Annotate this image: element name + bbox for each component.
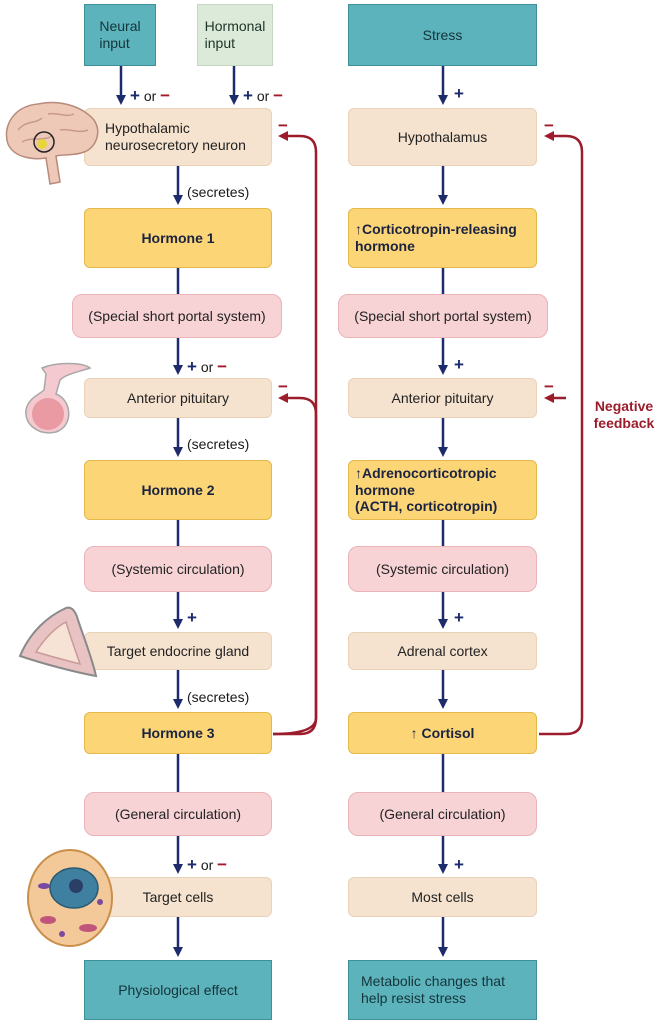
left-anterior-pituitary-label: Anterior pituitary	[127, 389, 229, 406]
metabolic-changes-box: Metabolic changes that help resist stres…	[348, 960, 537, 1020]
hormonal-input-box: Hormonal input	[197, 4, 273, 66]
neural-input-box: Neural input	[84, 4, 156, 66]
hormonal-input-label: Hormonal input	[204, 18, 266, 51]
hormone2-box: Hormone 2	[84, 460, 272, 520]
negative-feedback-label: Negative feedback	[593, 398, 655, 431]
hormone3-box: Hormone 3	[84, 712, 272, 754]
right-portal-box: (Special short portal system)	[338, 294, 548, 338]
neural-input-label: Neural input	[99, 18, 141, 51]
left-portal-label: (Special short portal system)	[88, 307, 266, 324]
acth-box: ↑Adrenocorticotropic hormone (ACTH, cort…	[348, 460, 537, 520]
hypothalamic-neuron-label: Hypothalamic neurosecretory neuron	[105, 120, 246, 153]
hormone1-label: Hormone 1	[141, 229, 215, 246]
hormone2-label: Hormone 2	[141, 481, 215, 498]
physiological-effect-box: Physiological effect	[84, 960, 272, 1020]
feedback-minus-4: −	[544, 377, 554, 396]
stress-box: Stress	[348, 4, 537, 66]
metabolic-changes-label: Metabolic changes that help resist stres…	[361, 973, 505, 1006]
right-general-circulation-label: (General circulation)	[379, 805, 506, 822]
adrenal-gland-icon	[18, 606, 98, 678]
left-general-circulation-box: (General circulation)	[84, 792, 272, 836]
right-anterior-pituitary-label: Anterior pituitary	[391, 389, 494, 406]
target-endocrine-gland-box: Target endocrine gland	[84, 632, 272, 670]
right-systemic-box: (Systemic circulation)	[348, 546, 537, 592]
acth-label: ↑Adrenocorticotropic hormone (ACTH, cort…	[355, 464, 498, 515]
right-anterior-pituitary-box: Anterior pituitary	[348, 378, 537, 418]
cortisol-label: ↑ Cortisol	[410, 724, 475, 741]
right-systemic-sign: +	[454, 608, 464, 627]
stress-label: Stress	[422, 26, 463, 43]
secretes-label-2: (secretes)	[187, 436, 250, 452]
left-general-circulation-label: (General circulation)	[114, 805, 242, 822]
left-portal-box: (Special short portal system)	[72, 294, 282, 338]
hormonal-sign: + or −	[243, 86, 284, 105]
left-systemic-label: (Systemic circulation)	[111, 560, 245, 577]
feedback-minus-2: −	[278, 377, 288, 396]
brain-icon	[5, 101, 99, 185]
stress-sign: +	[454, 84, 464, 103]
cell-icon	[27, 849, 113, 947]
most-cells-label: Most cells	[411, 888, 474, 905]
general-sign: + or −	[187, 855, 228, 874]
adrenal-cortex-box: Adrenal cortex	[348, 632, 537, 670]
feedback-minus-1: −	[278, 116, 288, 135]
most-cells-box: Most cells	[348, 877, 537, 917]
hypothalamic-neuron-box: Hypothalamic neurosecretory neuron	[84, 108, 272, 166]
left-systemic-box: (Systemic circulation)	[84, 546, 272, 592]
left-anterior-pituitary-box: Anterior pituitary	[84, 378, 272, 418]
right-systemic-label: (Systemic circulation)	[375, 560, 510, 577]
feedback-minus-3: −	[544, 116, 554, 135]
systemic-sign: +	[187, 608, 197, 627]
right-portal-label: (Special short portal system)	[354, 307, 532, 324]
target-cells-label: Target cells	[142, 888, 214, 905]
right-general-circulation-box: (General circulation)	[348, 792, 537, 836]
hypothalamus-box: Hypothalamus	[348, 108, 537, 166]
cortisol-box: ↑ Cortisol	[348, 712, 537, 754]
right-portal-sign: +	[454, 355, 464, 374]
hormone1-box: Hormone 1	[84, 208, 272, 268]
target-cells-box: Target cells	[84, 877, 272, 917]
hypothalamus-label: Hypothalamus	[397, 128, 488, 145]
secretes-label-1: (secretes)	[187, 184, 250, 200]
target-endocrine-gland-label: Target endocrine gland	[106, 642, 250, 659]
right-general-sign: +	[454, 855, 464, 874]
crh-label: ↑Corticotropin-releasing hormone	[355, 221, 517, 254]
neural-sign: + or −	[130, 86, 171, 105]
pituitary-gland-icon	[25, 362, 92, 434]
physiological-effect-label: Physiological effect	[118, 981, 238, 998]
secretes-label-3: (secretes)	[187, 689, 250, 705]
crh-box: ↑Corticotropin-releasing hormone	[348, 208, 537, 268]
portal-sign: + or −	[187, 357, 228, 376]
hormone3-label: Hormone 3	[141, 724, 215, 741]
adrenal-cortex-label: Adrenal cortex	[397, 642, 488, 659]
